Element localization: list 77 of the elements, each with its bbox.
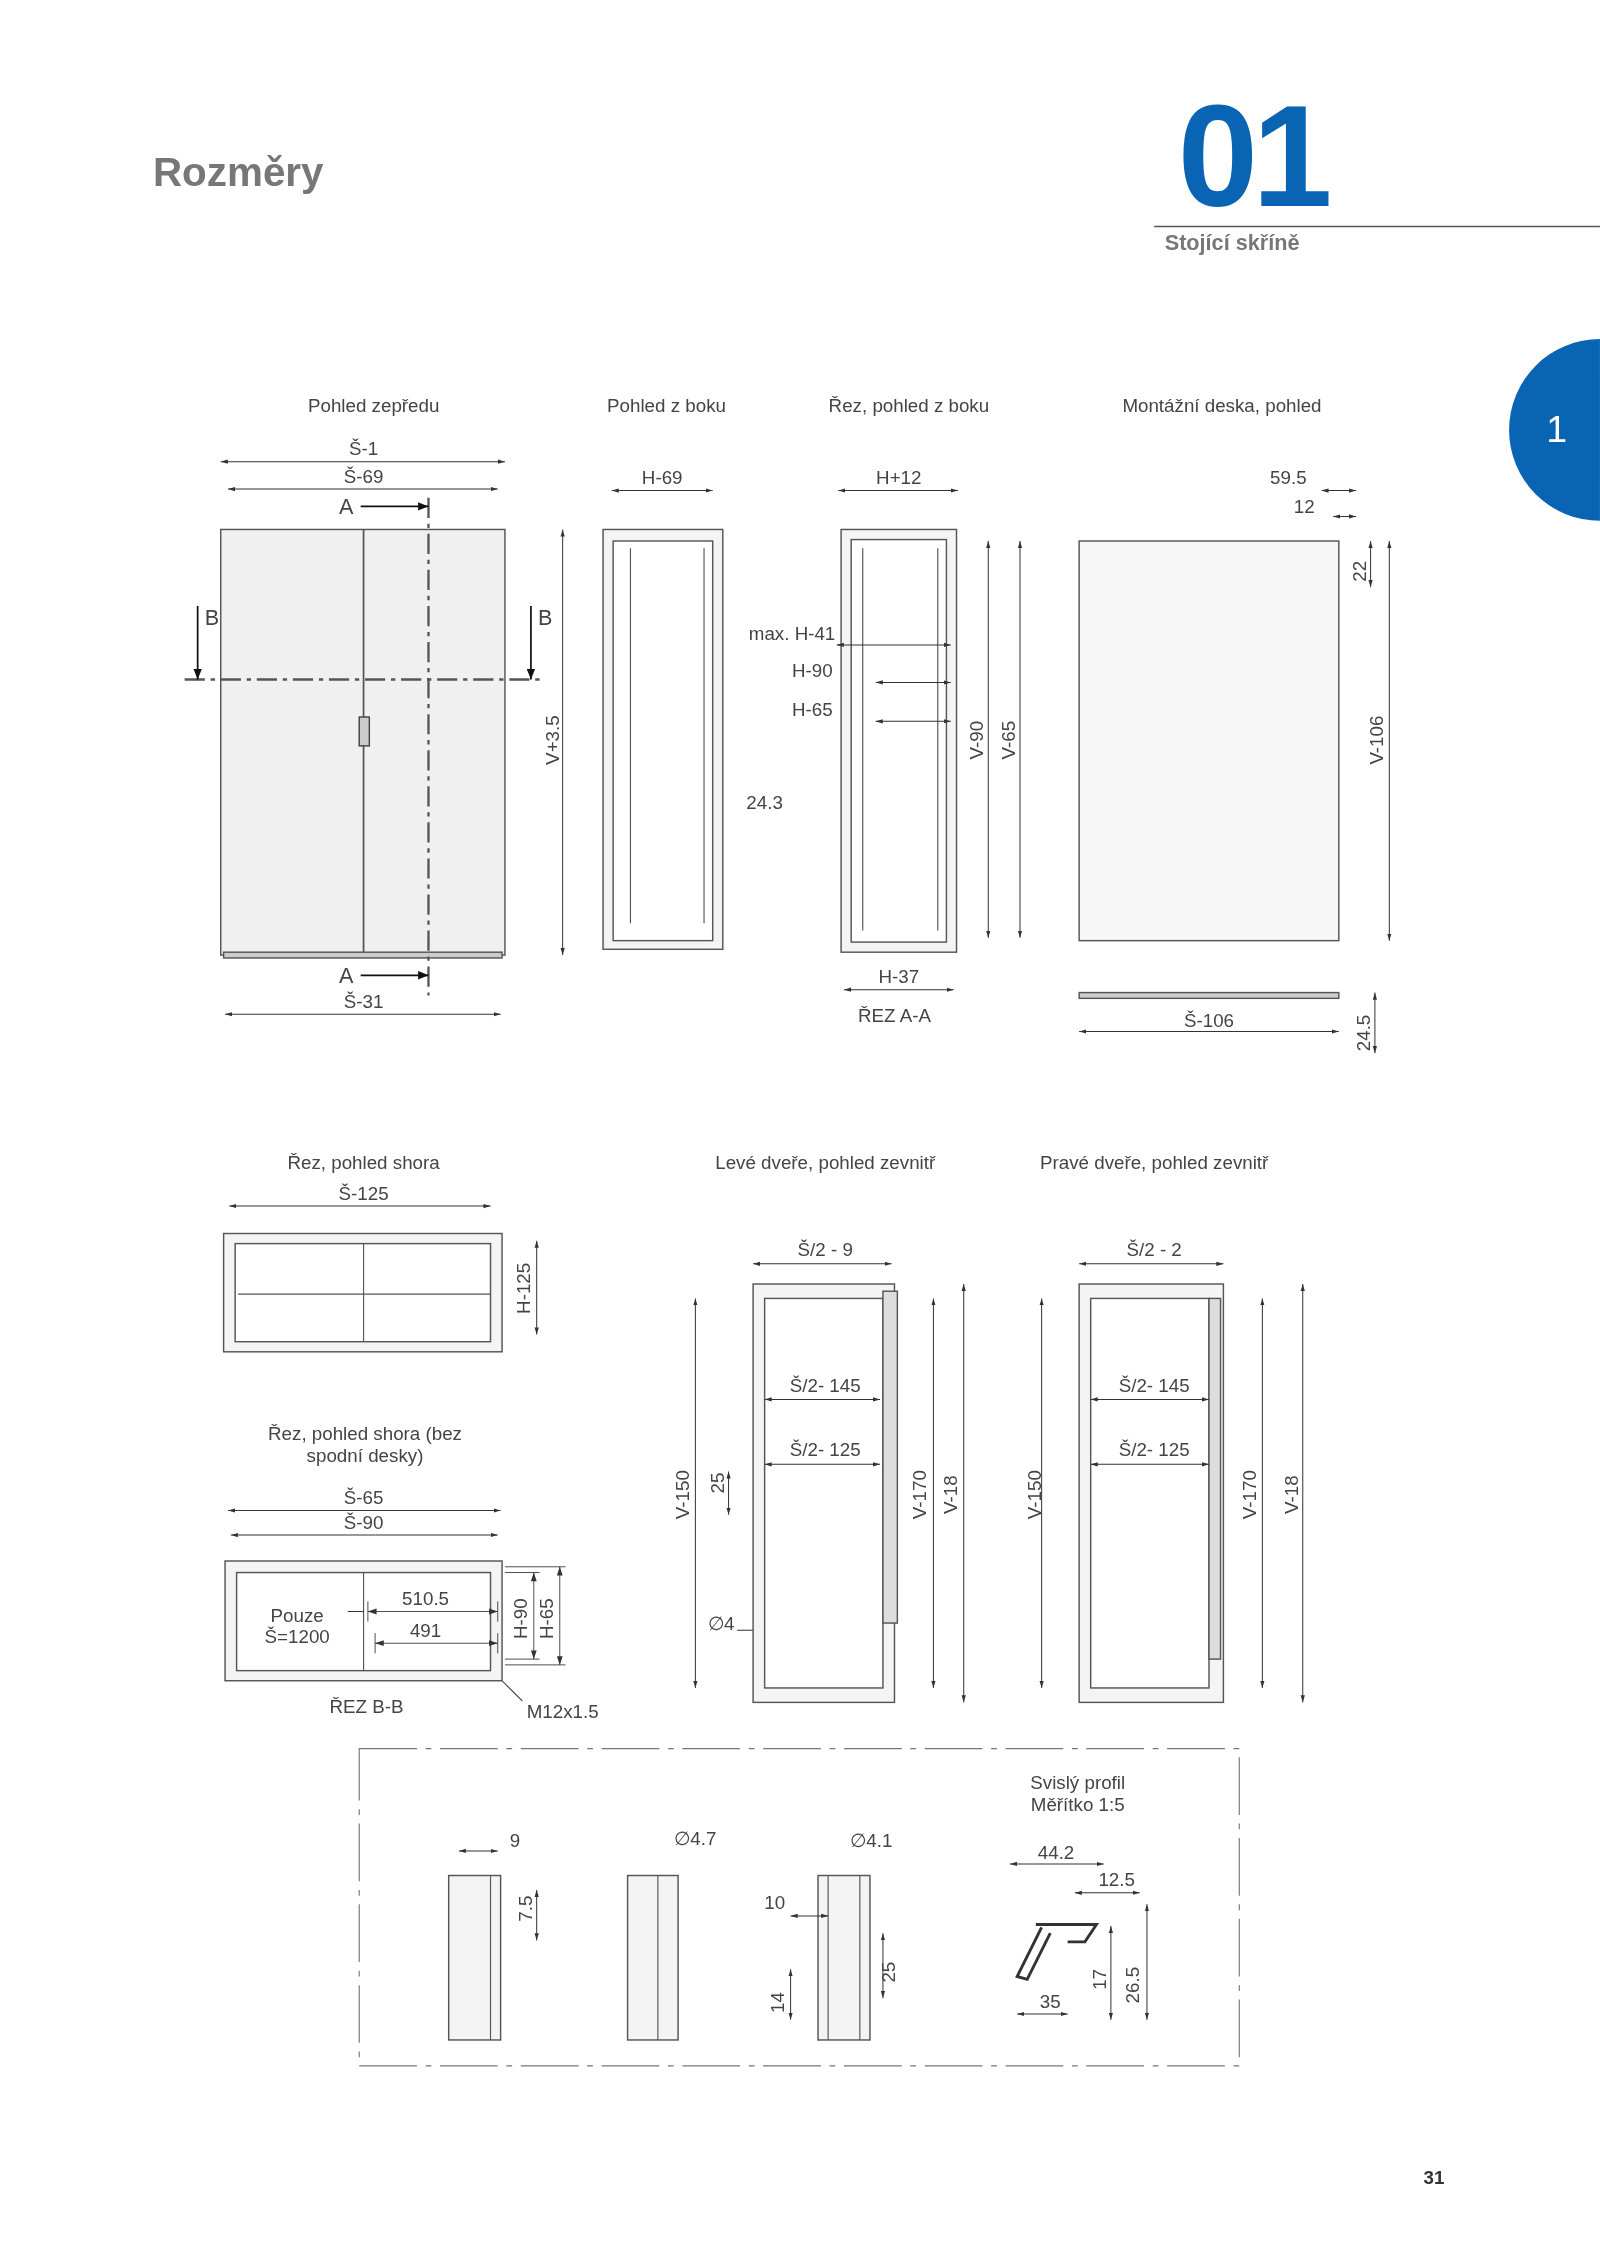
dimension-value: V+3.5: [543, 715, 565, 765]
view-title: Řez, pohled shora (bez spodní desky): [267, 1424, 463, 1468]
dimension-value: 10: [764, 1893, 786, 1916]
dimension-value: H-69: [641, 468, 683, 490]
dimension-value: Š/2- 145: [789, 1375, 861, 1398]
dimension-value: H-65: [791, 700, 833, 723]
dimension-value: V-150: [673, 1470, 695, 1520]
page-title: Rozměry: [152, 150, 324, 197]
leader-line: [501, 1680, 523, 1702]
dimension-value: 17: [1090, 1968, 1112, 1990]
dimension-value: 7.5: [515, 1895, 537, 1922]
dimension-value: H-65: [537, 1598, 559, 1640]
dimension-value: 14: [768, 1992, 790, 2013]
section-letter: B: [204, 605, 220, 630]
callout-text: ∅4: [705, 1612, 738, 1636]
section-letter: B: [538, 605, 553, 630]
view-title: Pohled zepředu: [307, 396, 440, 418]
dimension-value: H-125: [514, 1262, 536, 1314]
cabinet-section-drawing: [225, 1561, 503, 1681]
view-title: Levé dveře, pohled zevnitř: [715, 1153, 936, 1176]
dimension-value: Š-31: [343, 991, 384, 1014]
view-title: Řez, pohled shora: [287, 1153, 440, 1176]
dimension-value: H-37: [878, 967, 920, 989]
dimension-value: V-18: [941, 1475, 963, 1514]
dimension-value: 59.5: [1270, 468, 1307, 490]
dimension-value: Š-125: [338, 1183, 389, 1206]
dimension-value: V-65: [999, 720, 1021, 760]
dimension-value: 491: [409, 1620, 442, 1643]
view-title: Montážní deska, pohled: [1122, 396, 1322, 418]
dimension-value: Š/2 - 2: [1126, 1240, 1182, 1262]
dimension-value: H-90: [791, 661, 833, 684]
dimension-value: max. H-41: [748, 624, 836, 646]
section-letter: A: [339, 493, 354, 519]
dimension-value: 25: [707, 1472, 729, 1494]
dimension-value: 22: [1349, 560, 1371, 582]
dimension-value: 9: [509, 1831, 521, 1854]
view-title: Pohled z boku: [607, 396, 726, 418]
chapter-subtitle: Stojící skříně: [1164, 229, 1300, 255]
dimension-value: Š-106: [1183, 1010, 1234, 1033]
page-number: 31: [1423, 2167, 1445, 2190]
dimension-value: V-106: [1367, 715, 1389, 765]
dimension-value: V-18: [1281, 1475, 1304, 1514]
dimension-value: ∅4.1: [850, 1831, 893, 1854]
dimension-value: 12.5: [1098, 1870, 1135, 1893]
dimension-value: 24.5: [1354, 1014, 1376, 1052]
callout-text: M12x1.5: [522, 1700, 604, 1725]
dimension-value: V-150: [1025, 1470, 1047, 1520]
dimension-value: 12: [1293, 497, 1315, 519]
leader-line: [347, 1611, 365, 1612]
dimension-value: 25: [879, 1961, 901, 1983]
section-title: ŘEZ B-B: [329, 1697, 404, 1719]
section-title: ŘEZ A-A: [858, 1006, 931, 1028]
dimension-value: 26.5: [1123, 1966, 1145, 2004]
tab-number: 1: [1546, 408, 1568, 452]
dimension-value: V-170: [1240, 1470, 1262, 1520]
view-title: Pravé dveře, pohled zevnitř: [1040, 1153, 1269, 1176]
dimension-value: 35: [1039, 1991, 1061, 2014]
dimension-value: V-170: [909, 1470, 931, 1520]
detail-title: Svislý profil Měřítko 1:5: [1029, 1773, 1127, 1817]
dimension-value: Š/2 - 9: [797, 1240, 853, 1262]
dimension-value: H-90: [511, 1598, 533, 1640]
dimension-value: Š-65: [343, 1488, 384, 1510]
dimension-value: 510.5: [402, 1589, 450, 1611]
dimension-value: Š/2- 145: [1118, 1375, 1190, 1398]
dimension-value: Š/2- 125: [1118, 1440, 1190, 1463]
callout-text: Pouze Š=1200: [246, 1604, 348, 1651]
view-title: Řez, pohled z boku: [828, 396, 990, 418]
dimension-value: Š-90: [343, 1512, 384, 1535]
dimension-value: 24.3: [746, 792, 783, 815]
section-letter: A: [339, 962, 354, 988]
dimension-value: H+12: [876, 468, 922, 490]
dimension-value: ∅4.7: [674, 1828, 717, 1851]
dimension-value: V-90: [967, 720, 989, 760]
dimension-value: Š-1: [348, 439, 379, 461]
dimension-value: Š-69: [343, 466, 384, 489]
dimension-value: 44.2: [1037, 1843, 1075, 1865]
dimension-value: Š/2- 125: [789, 1440, 861, 1463]
